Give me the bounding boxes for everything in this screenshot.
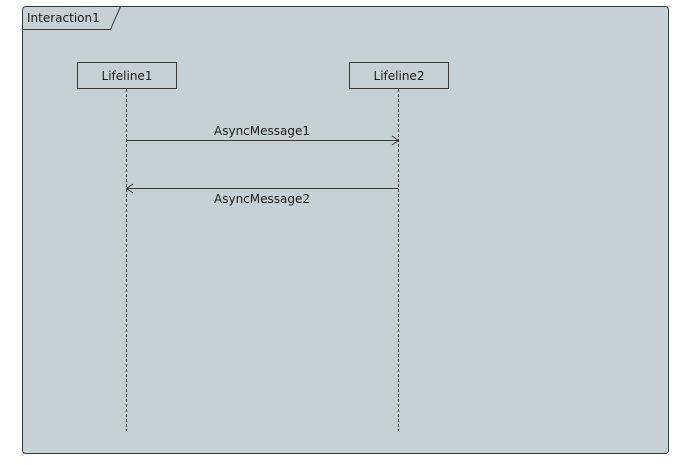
message-2-arrowhead-icon [125,183,134,194]
interaction-frame[interactable] [22,6,669,454]
lifeline-2[interactable]: Lifeline2 [349,62,449,432]
lifeline-2-label: Lifeline2 [374,69,425,83]
lifeline-2-head[interactable] [349,62,449,89]
lifeline-1[interactable]: Lifeline1 [77,62,177,432]
frame-title: Interaction1 [27,11,100,25]
message-2[interactable]: AsyncMessage2 [125,183,399,206]
lifeline-1-head[interactable] [77,62,177,89]
message-2-label: AsyncMessage2 [214,192,310,206]
message-1[interactable]: AsyncMessage1 [126,124,400,146]
message-1-label: AsyncMessage1 [214,124,310,138]
message-1-arrowhead-icon [391,135,400,146]
frame-title-tab [22,6,121,30]
lifeline-1-label: Lifeline1 [102,69,153,83]
